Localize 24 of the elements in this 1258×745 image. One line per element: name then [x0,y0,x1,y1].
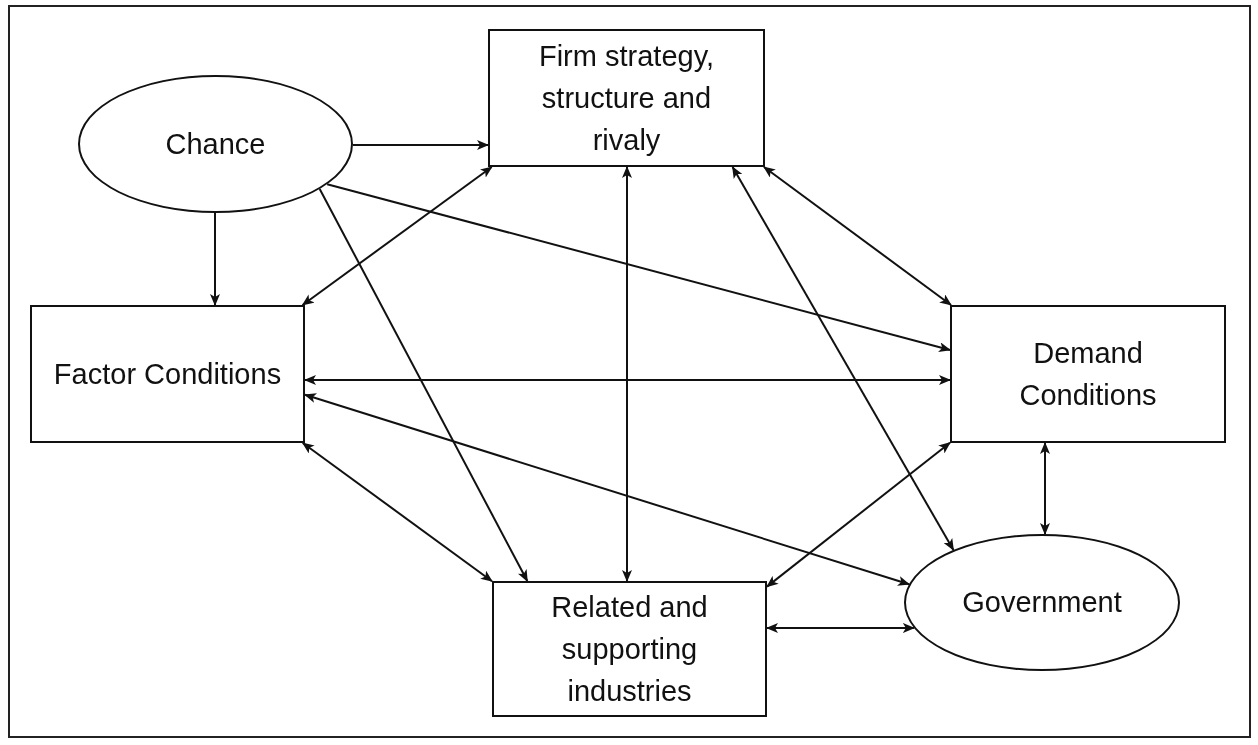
arrow [210,212,220,306]
arrow [318,188,529,582]
node-label: Chance [165,126,266,162]
node-label: Government [962,585,1122,621]
arrow [352,140,489,150]
node-label: Factor Conditions [53,356,282,392]
arrow [326,183,951,352]
factor-box [492,581,767,717]
arrow [301,442,493,583]
arrow [731,166,955,551]
node-label: Related and supporting industries [550,589,709,710]
arrow [766,441,951,588]
factor-box [950,305,1226,443]
node-label: Demand Conditions [1018,335,1158,413]
factor-box [30,305,305,443]
arrow [622,166,632,582]
arrow [304,393,910,586]
arrow [763,166,952,306]
node-label: Firm strategy, structure and rivaly [537,38,716,159]
arrow [766,623,915,633]
arrow [1040,442,1050,535]
arrow [304,375,951,385]
factor-box [488,29,765,167]
arrow [301,166,493,306]
